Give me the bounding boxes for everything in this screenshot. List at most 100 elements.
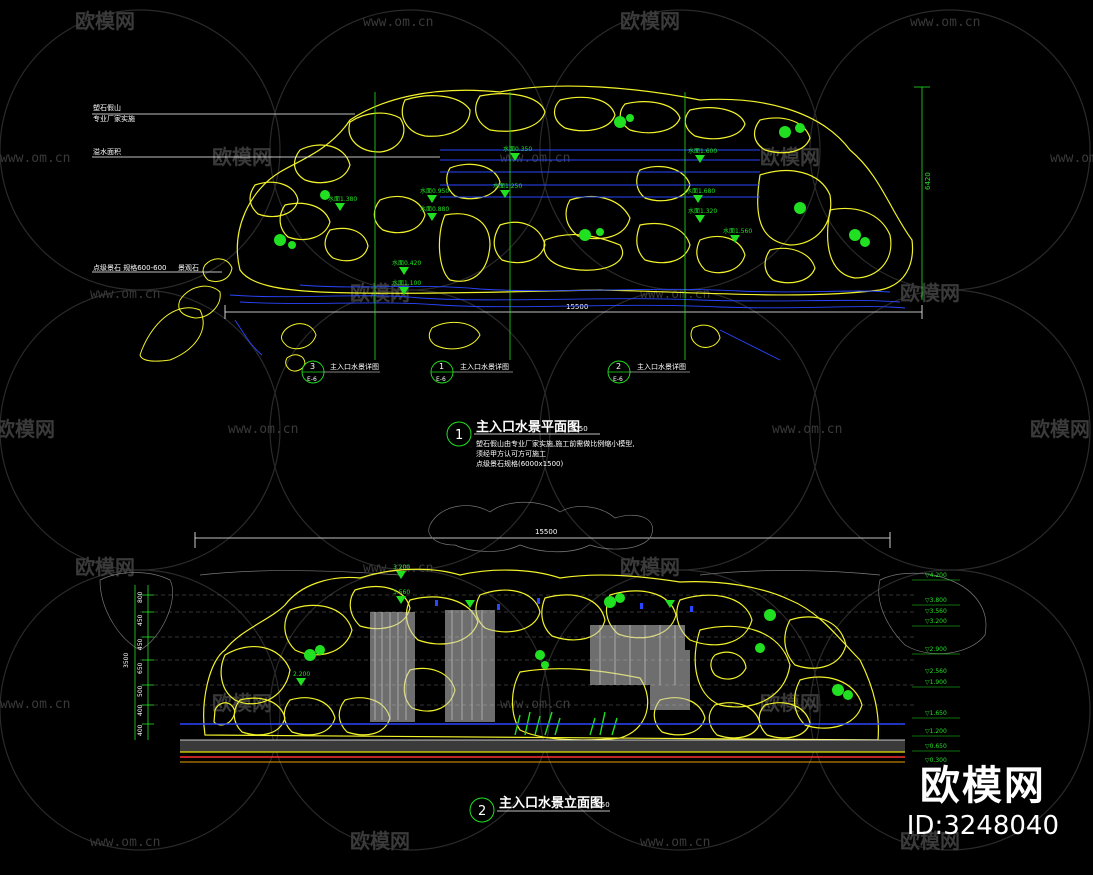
svg-text:水面0.950: 水面0.950 — [420, 187, 449, 195]
watermark-url: www.om.cn — [90, 835, 160, 850]
plan-label-stone: 点级景石 规格600-600 — [93, 263, 166, 272]
watermark-brand: 欧模网 — [620, 555, 680, 579]
elevation-plants — [304, 593, 853, 700]
watermark-url: www.om.cn — [0, 697, 70, 712]
svg-text:水面1.560: 水面1.560 — [723, 227, 752, 235]
svg-text:▽2.560: ▽2.560 — [925, 668, 947, 675]
svg-text:▽1.900: ▽1.900 — [925, 679, 947, 686]
svg-text:800: 800 — [137, 591, 144, 603]
watermark-brand: 欧模网 — [900, 829, 960, 853]
plan-label-rockery: 塑石假山 — [93, 103, 121, 112]
plan-rockwork — [236, 85, 914, 296]
elevation-spot-levels: 3.200 3.560 2.200 — [293, 564, 675, 686]
elevation-background-trees — [99, 501, 987, 655]
elevation-title: 主入口水景立面图 — [499, 795, 603, 811]
svg-text:▽4.200: ▽4.200 — [925, 572, 947, 579]
svg-text:▽0.650: ▽0.650 — [925, 743, 947, 750]
plan-scale: 1:50 — [572, 425, 588, 433]
watermark-url: www.om.cn — [772, 422, 842, 437]
svg-text:水面1.680: 水面1.680 — [686, 187, 715, 195]
svg-text:主入口水景详图: 主入口水景详图 — [637, 362, 686, 371]
elevation-width-dim: 15500 — [535, 528, 557, 536]
svg-text:▽2.900: ▽2.900 — [925, 646, 947, 653]
watermark-pattern — [0, 9, 1091, 851]
watermark-url: www.om.cn — [228, 422, 298, 437]
svg-text:2: 2 — [616, 362, 621, 371]
watermark-brand: 欧模网 — [760, 691, 820, 715]
plan-level-markers: 水面0.350 水面1.600 水面1.380 水面0.950 水面1.250 … — [328, 145, 752, 295]
svg-text:水面1.380: 水面1.380 — [328, 195, 357, 203]
svg-text:650: 650 — [137, 662, 144, 674]
watermark-url: www.om.cn — [500, 697, 570, 712]
svg-text:E-6: E-6 — [307, 376, 317, 383]
watermark-url: www.om.cn — [1050, 151, 1093, 166]
section-ref-3: 3 E-6 主入口水景详图 — [301, 360, 380, 384]
watermark-brand: 欧模网 — [900, 281, 960, 305]
plan-section-lines — [374, 92, 686, 360]
svg-text:450: 450 — [137, 614, 144, 626]
svg-text:3: 3 — [310, 362, 315, 371]
watermark-texts: 欧模网 www.om.cn 欧模网 www.om.cn www.om.cn 欧模… — [0, 9, 1093, 853]
svg-text:水面1.600: 水面1.600 — [688, 147, 717, 155]
svg-text:450: 450 — [137, 638, 144, 650]
watermark-brand: 欧模网 — [75, 9, 135, 33]
svg-text:2.200: 2.200 — [293, 671, 310, 678]
elevation-level-lines — [140, 594, 915, 706]
watermark-url: www.om.cn — [910, 15, 980, 30]
svg-text:▽1.200: ▽1.200 — [925, 728, 947, 735]
svg-text:▽3.560: ▽3.560 — [925, 608, 947, 615]
plan-loose-stones — [139, 258, 721, 372]
plan-water — [229, 149, 906, 361]
svg-text:3.560: 3.560 — [393, 589, 410, 596]
plan-label-overflow: 溢水面积 — [93, 147, 121, 156]
watermark-url: www.om.cn — [0, 151, 70, 166]
section-ref-1: 1 E-6 主入口水景详图 — [430, 360, 513, 384]
svg-text:水面0.880: 水面0.880 — [420, 205, 449, 213]
svg-text:E-6: E-6 — [436, 376, 446, 383]
plan-label-vendor: 专业厂家实施 — [93, 114, 135, 123]
plan-plants — [274, 114, 870, 249]
model-id: ID:3248040 — [906, 811, 1059, 841]
svg-text:▽3.200: ▽3.200 — [925, 618, 947, 625]
plan-note-3: 点级景石规格(6000x1500) — [476, 459, 564, 468]
plan-number: 1 — [455, 428, 463, 443]
svg-text:1: 1 — [439, 362, 444, 371]
elevation-waterfall-streaks — [374, 610, 676, 720]
svg-text:3500: 3500 — [123, 653, 130, 668]
elevation-left-dims: 800 450 450 650 500 400 400 3500 — [123, 585, 154, 740]
svg-text:水面1.320: 水面1.320 — [688, 207, 717, 215]
elevation-scale: 1:50 — [594, 801, 610, 809]
svg-text:主入口水景详图: 主入口水景详图 — [460, 362, 509, 371]
watermark-brand: 欧模网 — [75, 555, 135, 579]
svg-text:▽3.800: ▽3.800 — [925, 597, 947, 604]
watermark-url: www.om.cn — [90, 287, 160, 302]
plan-height-dim: 6420 — [924, 172, 932, 190]
svg-text:▽1.650: ▽1.650 — [925, 710, 947, 717]
svg-text:主入口水景详图: 主入口水景详图 — [330, 362, 379, 371]
svg-text:水面0.420: 水面0.420 — [392, 259, 421, 267]
section-ref-2: 2 E-6 主入口水景详图 — [607, 360, 690, 384]
elevation-blue-accents — [435, 598, 693, 612]
watermark-brand: 欧模网 — [620, 9, 680, 33]
svg-text:3.200: 3.200 — [393, 564, 410, 571]
svg-text:▽0.300: ▽0.300 — [925, 757, 947, 764]
brand-block: 欧模网 ID:3248040 — [907, 762, 1059, 842]
elevation-waterfalls — [370, 610, 690, 722]
elevation-title-block: 2 主入口水景立面图 1:50 — [469, 795, 610, 823]
brand-name: 欧模网 — [919, 763, 1046, 809]
svg-text:水面1.100: 水面1.100 — [392, 279, 421, 287]
plan-leaders — [92, 113, 440, 273]
elevation-view: 15500 — [99, 501, 987, 823]
elevation-number: 2 — [478, 804, 486, 819]
plan-title: 主入口水景平面图 — [476, 419, 580, 435]
svg-text:E-6: E-6 — [613, 376, 623, 383]
plan-note-1: 塑石假山由专业厂家实施,施工前需做比例缩小模型, — [476, 439, 634, 448]
plan-note-2: 须经甲方认可方可施工 — [476, 449, 546, 458]
plan-title-block: 1 主入口水景平面图 1:50 塑石假山由专业厂家实施,施工前需做比例缩小模型,… — [446, 419, 634, 468]
watermark-brand: 欧模网 — [0, 417, 55, 441]
plan-label-landscape-stone: 景观石 — [178, 264, 199, 272]
svg-text:500: 500 — [137, 685, 144, 697]
elevation-right-levels: ▽4.200 ▽3.800 ▽3.560 ▽3.200 ▽2.900 ▽2.56… — [912, 572, 960, 764]
watermark-url: www.om.cn — [640, 287, 710, 302]
svg-text:400: 400 — [137, 724, 144, 736]
